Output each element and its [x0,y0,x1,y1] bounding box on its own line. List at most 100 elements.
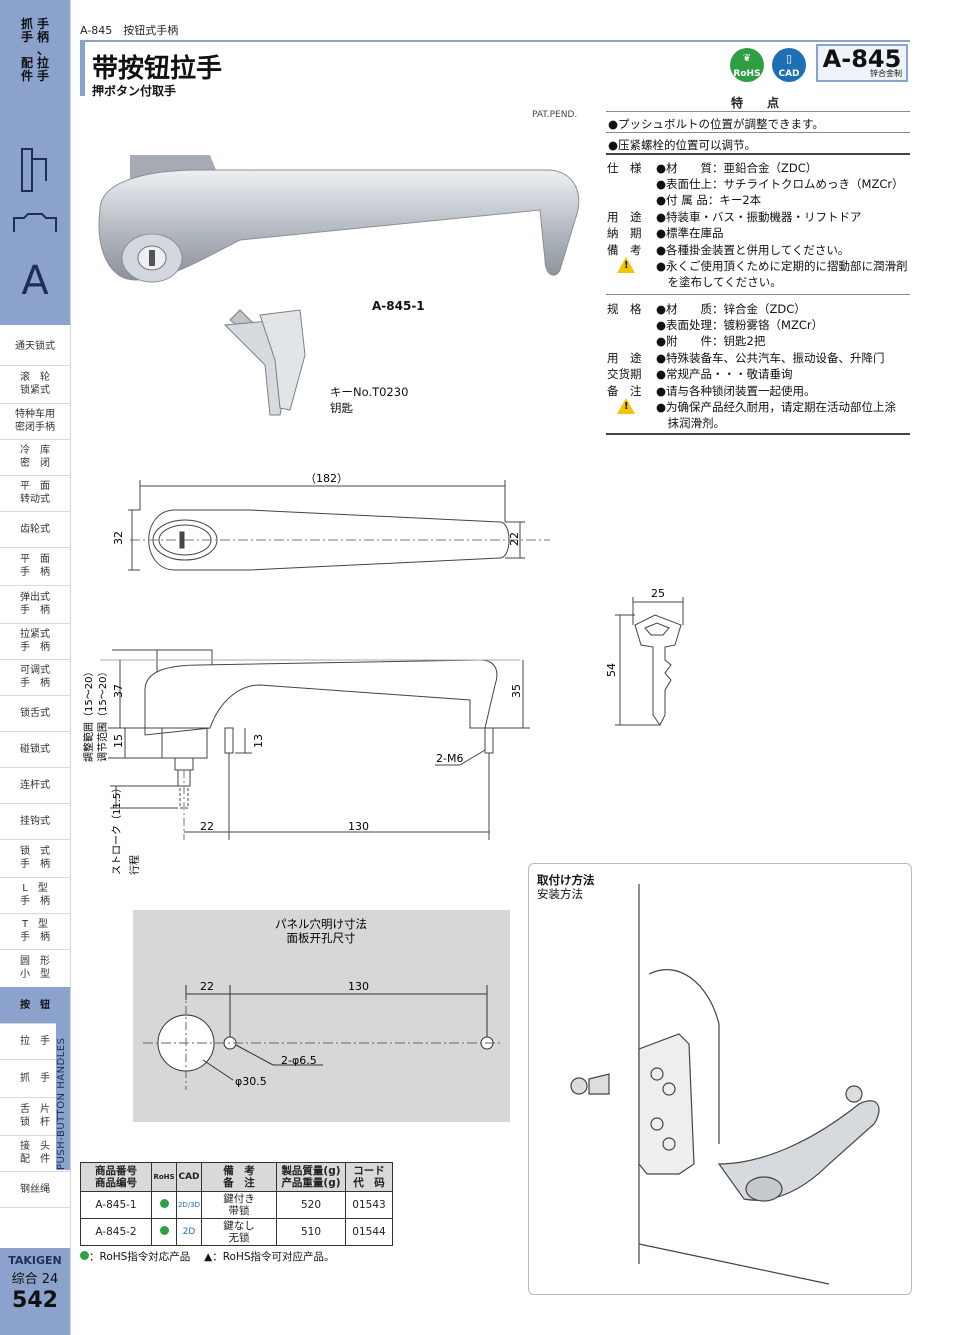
sidebar-item[interactable]: 锁 式 手 柄 [0,839,70,878]
spec-label: 用 途 [607,351,642,365]
th-code: 商品番号 商品编号 [80,1162,152,1192]
panel-cutout-drawing: パネル穴明け寸法 面板开孔尺寸 22 130 2-φ6.5 φ30.5 [143,917,503,1090]
divider [606,111,910,112]
spec-line: ●特装車・バス・振動機器・リフトドア [656,210,862,224]
sidebar-item[interactable]: 滚 轮 锁紧式 [0,365,70,404]
th-rohs: RoHS [151,1162,177,1192]
spec-line: 抹润滑剂。 [656,416,725,430]
spec-line: を塗布してください。 [656,275,782,289]
sidebar-item[interactable]: 特种车用 密闭手柄 [0,403,70,440]
sidebar-item[interactable]: 平 面 转动式 [0,475,70,512]
sidebar-item[interactable]: L 型 手 柄 [0,877,70,914]
sidebar-item[interactable]: 平 面 手 柄 [0,547,70,586]
warning-icon: ! [617,398,635,414]
rohs-badge: ❦ RoHS [730,48,764,82]
dim-15: 15 [112,734,125,748]
features-title: 特 点 [730,96,785,110]
key-label-cn: 钥匙 [330,401,353,415]
sidebar-item[interactable]: 连杆式 [0,767,70,804]
dim-32: 32 [112,531,125,545]
sidebar-item[interactable]: 挂钩式 [0,803,70,840]
spec-line: ●各種掛金装置と併用してください。 [656,243,850,257]
spec-line: ●请与各种锁闭装置一起使用。 [656,384,816,398]
th-cad: CAD [176,1162,202,1192]
divider [606,433,910,435]
handle-front-icon [13,213,57,232]
spec-line: ●標準在庫品 [656,226,724,240]
spec-line: ●表面仕上：サチライトクロムめっき（MZCr） [656,177,904,191]
model-code: A-845 [822,45,902,73]
dim-22b: 22 [200,820,214,833]
stroke-jp: ストローク（11.5） [111,783,123,875]
catalog-label: 综合 24 [11,1272,59,1287]
table-row: A-845-1 2D/3D 鍵付き 带锁 520 01543 [80,1191,393,1219]
spec-label: 备 注 [607,384,642,398]
key-drawing: 25 54 [605,587,684,726]
dim-13: 13 [252,734,265,748]
dim-2m6: 2-M6 [436,752,463,765]
warning-icon: ! [617,257,635,273]
sidebar-letter: A [21,258,49,304]
sidebar-item[interactable]: 可调式 手 柄 [0,659,70,696]
model-badge: A-845 锌合金制 [816,44,908,82]
sidebar-item[interactable]: 圆 形 小 型 [0,949,70,988]
sidebar-item[interactable]: 锁舌式 [0,695,70,732]
spec-line: ●常规产品・・・敬请垂询 [656,367,793,381]
feature-item: ●プッシュボルトの位置が調整できます。 [608,117,824,131]
sidebar-category: 抓手配件 手柄、拉手 [20,17,49,83]
install-title-cn: 安装方法 [537,887,583,901]
rohs-dot-icon [159,1199,169,1208]
sidebar-item[interactable]: 碰锁式 [0,731,70,768]
sidebar-item[interactable]: 通天锁式 [0,327,70,366]
sidebar-item[interactable]: 接 头 配 件 [0,1135,70,1172]
stroke-cn: 行程 [128,855,141,875]
sidebar-item[interactable]: 齿轮式 [0,511,70,548]
page-title: 带按钮拉手 [92,54,223,84]
divider [606,153,910,155]
install-title-jp: 取付け方法 [537,873,595,887]
spec-line: ●材 质：锌合金（ZDC） [656,302,806,316]
spec-line: ●为确保产品经久耐用，请定期在活动部位上涂 [656,400,897,414]
handle-photo-label: A-845-1 [372,299,425,313]
header-rule [80,40,910,42]
th-note: 備 考 备 注 [201,1162,277,1192]
rohs-leaf-icon: ❦ [742,53,752,64]
product-table: 商品番号 商品编号 RoHS CAD 備 考 备 注 製品質量(g) 产品重量(… [80,1162,393,1246]
adjust-range-jp: 調整範囲（15～20） [82,667,95,762]
code-line: A-845 按钮式手柄 [80,24,179,37]
brand: TAKIGEN [8,1254,62,1267]
header-bar [80,40,85,96]
rohs-dot-icon [80,1251,89,1260]
dim-37: 37 [112,684,125,698]
document-icon: ▯ [785,52,793,65]
table-row: A-845-2 2D 鍵なし 无锁 510 01544 [80,1218,393,1246]
spec-line: ●表面处理：镀粉雾铬（MZCr） [656,318,824,332]
handle-side-icon [21,148,47,192]
dim-35: 35 [510,684,523,698]
sidebar-item[interactable]: 钢丝绳 [0,1171,70,1208]
sidebar-item[interactable]: 弹出式 手 柄 [0,585,70,624]
cad-badge: ▯ CAD [772,48,806,82]
installation-illustration [570,884,880,1285]
panel-title-jp: パネル穴明け寸法 [275,917,367,931]
sidebar-item[interactable]: 拉 手 [0,1023,70,1060]
sidebar-item[interactable]: 拉紧式 手 柄 [0,623,70,660]
installation-box: 取付け方法 安装方法 [528,863,912,1295]
sidebar: 抓手配件 手柄、拉手 A 通天锁式滚 轮 锁紧式特种车用 密闭手柄冷 库 密 闭… [0,0,71,1335]
sidebar-item[interactable]: T 型 手 柄 [0,913,70,950]
th-weight: 製品質量(g) 产品重量(g) [276,1162,346,1192]
panel-dim-130: 130 [348,980,369,993]
spec-label: 规 格 [607,302,642,316]
handle-photo: A-845-1 キーNo.T0230 钥匙 [98,155,580,416]
sidebar-item[interactable]: 冷 库 密 闭 [0,439,70,476]
sidebar-item[interactable]: 抓 手 [0,1059,70,1098]
panel-hole: 2-φ6.5 [281,1054,317,1067]
legend: ：RoHS指令対応产品 ▲：RoHS指令可对应产品。 [80,1249,335,1264]
spec-line: ●材 質：亜鉛合金（ZDC） [656,161,818,175]
key-height: 54 [605,663,618,677]
adjust-range-cn: 调节范围（15～20） [96,667,109,762]
dim-22: 22 [508,532,521,546]
spec-line: ●附 件：钥匙2把 [656,334,766,348]
sidebar-header: 抓手配件 手柄、拉手 A [0,0,70,325]
sidebar-item[interactable]: 舌 片 锁 杆 [0,1097,70,1136]
